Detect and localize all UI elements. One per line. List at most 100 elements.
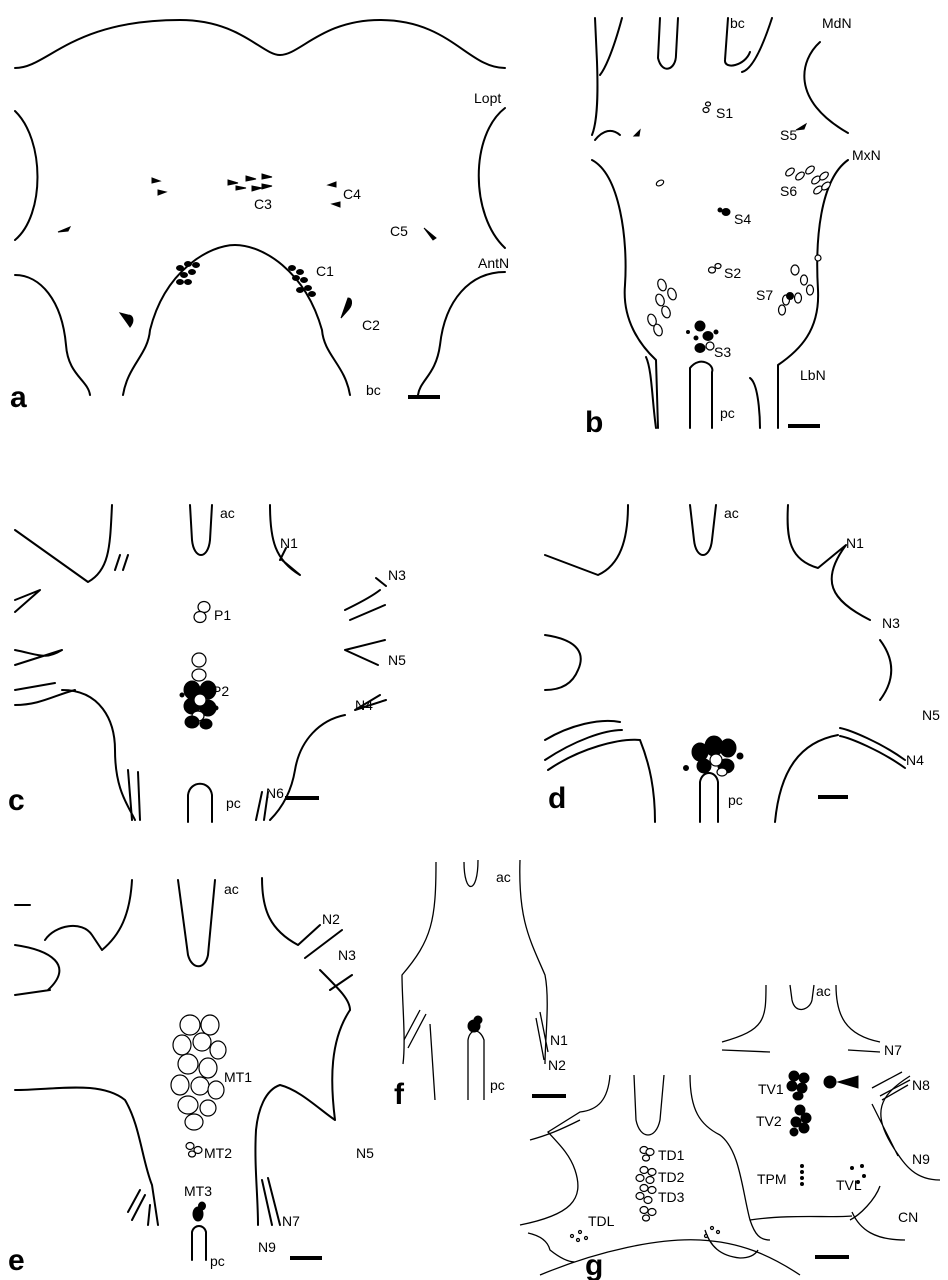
d-right-body: [775, 728, 905, 822]
label-lbn: LbN: [800, 367, 826, 383]
d-upper-left: [545, 505, 628, 690]
label-s4: S4: [734, 211, 751, 227]
label-mt3: MT3: [184, 1183, 212, 1199]
label-pc-b: pc: [720, 405, 735, 421]
left-isolated-cell: [58, 227, 70, 232]
label-s6: S6: [780, 183, 797, 199]
panel-letter-c: c: [8, 784, 25, 817]
label-pc-e: pc: [210, 1253, 225, 1269]
c3-cell-group: [152, 174, 272, 195]
label-tv2: TV2: [756, 1113, 782, 1129]
c-stubs: [280, 548, 386, 586]
d-bottom-pc: [700, 773, 718, 822]
antennal-nerve-right: [418, 272, 505, 395]
label-n4-d: N4: [906, 752, 924, 768]
g-arrow-cell: [824, 1076, 836, 1088]
label-p2: P2: [212, 683, 229, 699]
left-open-cell-group-b: [646, 278, 678, 337]
label-mdn: MdN: [822, 15, 852, 31]
g-arrow-head: [838, 1076, 858, 1088]
label-bc-a: bc: [366, 382, 381, 398]
label-n1-d: N1: [846, 535, 864, 551]
label-n9-e: N9: [258, 1239, 276, 1255]
optic-lobe-right: [479, 108, 505, 248]
scale-bar-c: [285, 796, 319, 800]
s4-cell-2: [718, 208, 722, 212]
b-left-nerve-stub: [595, 131, 620, 140]
label-c3: C3: [254, 196, 272, 212]
c-bottom-pc: [128, 770, 268, 822]
panel-c: ac N1 N3 P1 N5 N4 P2 pc N6 c: [8, 505, 406, 822]
td-cell-column: [636, 1147, 656, 1222]
left-open-cell-b: [655, 179, 664, 187]
panel-g: ac N7 N8 TV1 TV2 TD1 TD2 TD3 TPM TVL N9 …: [520, 983, 940, 1280]
scale-bar-e: [290, 1256, 322, 1260]
label-s7: S7: [756, 287, 773, 303]
label-n4-c: N4: [355, 697, 373, 713]
panel-e: ac N2 N3 MT1 MT2 N5 MT3 N7 N9 pc e: [8, 878, 374, 1277]
scale-bar-d: [818, 795, 848, 799]
d-upper-right: [788, 505, 892, 700]
panel-b: bc MdN S1 S5 MxN S6 S4 S2 S7 S3 LbN pc b: [585, 15, 881, 439]
label-ac-e: ac: [224, 881, 239, 897]
scale-bar-b: [788, 424, 820, 428]
e-upper-right: [262, 878, 352, 1010]
label-n9-g: N9: [912, 1151, 930, 1167]
d-cell-group: [684, 736, 744, 776]
c4-cell-group: [328, 182, 340, 207]
label-ac-d: ac: [724, 505, 739, 521]
label-ac-c: ac: [220, 505, 235, 521]
label-mxn: MxN: [852, 147, 881, 163]
c-left-body: [62, 690, 135, 820]
g-right-stubs: [872, 1072, 910, 1100]
c-right-body: [270, 715, 345, 820]
s1-cell: [703, 108, 709, 113]
label-c2: C2: [362, 317, 380, 333]
label-bc-b: bc: [730, 15, 745, 31]
label-n1-f: N1: [550, 1032, 568, 1048]
label-tdl: TDL: [588, 1213, 615, 1229]
c2-cell-left: [120, 313, 133, 327]
mt1-cell-group: [171, 1015, 226, 1130]
s2-cell-2: [715, 264, 721, 269]
c2-cell-right: [341, 298, 352, 318]
panel-letter-f: f: [394, 1078, 405, 1111]
label-pc-d: pc: [728, 792, 743, 808]
label-td3: TD3: [658, 1189, 685, 1205]
tdl-dot-group-right: [705, 1227, 720, 1238]
antennal-nerve-left: [15, 275, 90, 395]
panel-d: ac N1 N3 N5 N4 pc d: [545, 505, 940, 822]
label-n2-e: N2: [322, 911, 340, 927]
label-n2-f: N2: [548, 1057, 566, 1073]
b-left-body: [592, 160, 658, 428]
scale-bar-f: [532, 1094, 566, 1098]
tv1-cell-group: [787, 1071, 809, 1100]
d-central-top: [690, 505, 716, 555]
label-cn: CN: [898, 1209, 918, 1225]
f-outline: [402, 860, 547, 1064]
g-lower-right: [690, 1075, 770, 1240]
b-central-channel: [658, 18, 678, 69]
panel-letter-e: e: [8, 1244, 25, 1277]
panel-letter-g: g: [585, 1249, 603, 1280]
label-tvl: TVL: [836, 1177, 862, 1193]
c-central-top: [190, 505, 212, 555]
c-right-nerves: [345, 590, 386, 710]
e-upper-left: [15, 880, 132, 995]
c5-cell: [424, 228, 436, 240]
scale-bar-g: [815, 1255, 849, 1259]
c-left-nerves: [15, 590, 75, 705]
panel-f: ac N1 N2 pc f: [394, 860, 568, 1111]
e-right-lower: [255, 1010, 350, 1225]
f-cell-2: [474, 1016, 482, 1024]
label-antn: AntN: [478, 255, 509, 271]
s2-cell: [709, 267, 716, 273]
panel-letter-b: b: [585, 406, 603, 439]
brain-outline-top: [15, 20, 505, 68]
label-ac-f: ac: [496, 869, 511, 885]
s1-cell-2: [706, 102, 711, 106]
label-s3: S3: [714, 344, 731, 360]
g-upper-channel: [722, 985, 880, 1052]
label-s5: S5: [780, 127, 797, 143]
